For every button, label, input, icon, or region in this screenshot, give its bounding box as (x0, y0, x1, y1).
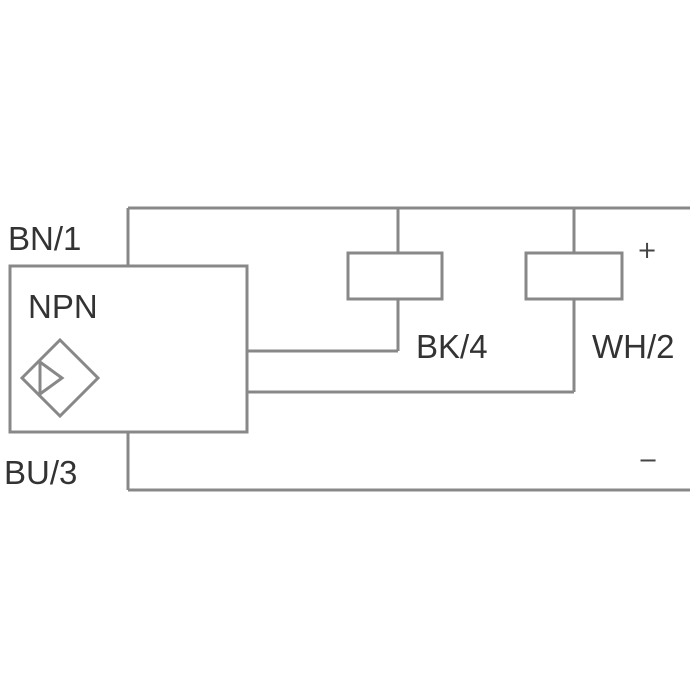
inductive-sensor-icon (19, 337, 101, 419)
load-1 (346, 251, 444, 301)
positive-sign: + (637, 236, 658, 264)
sensor-body (8, 264, 249, 434)
negative-sign: − (638, 446, 659, 474)
terminal-label-bn: BN/1 (8, 220, 82, 257)
terminal-label-bu: BU/3 (4, 454, 78, 491)
load-2 (524, 251, 624, 301)
sensor-type-label: NPN (28, 288, 98, 325)
terminal-label-wh: WH/2 (592, 328, 675, 365)
terminal-label-bk: BK/4 (416, 328, 488, 365)
